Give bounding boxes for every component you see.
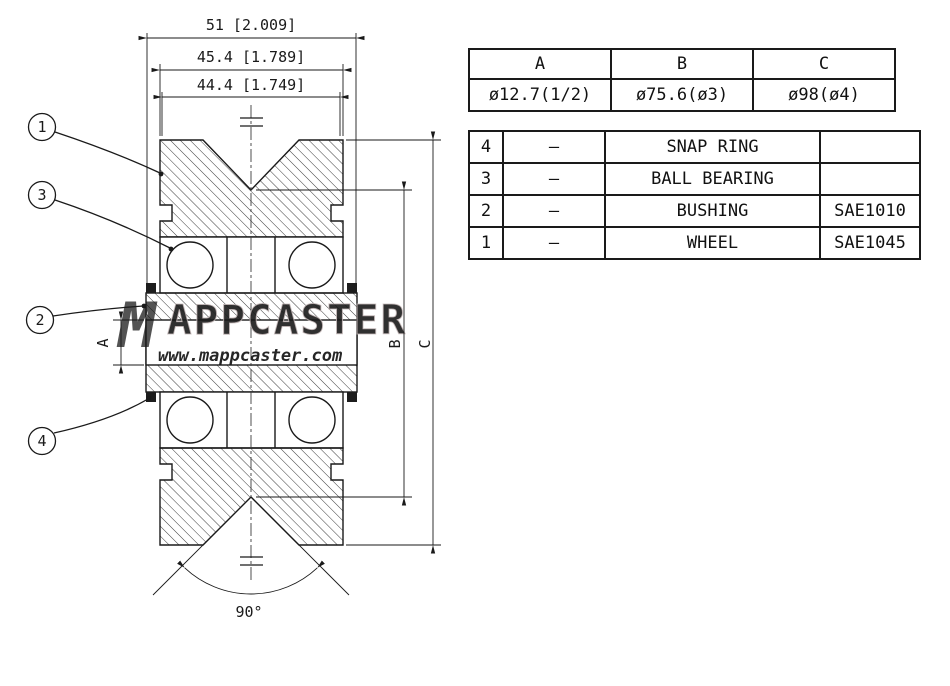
dim-label-c: C: [416, 339, 434, 348]
leader-line-3: [54, 199, 171, 249]
part-qty: –: [502, 194, 606, 228]
balloons: 1 3 2 4: [25, 112, 174, 456]
centerline-symbol-bottom: [240, 556, 263, 566]
part-item-no: 3: [468, 162, 504, 196]
watermark-brand: APPCASTER: [167, 296, 407, 344]
dim-label-a: A: [94, 338, 112, 347]
wheel-top-flange: [159, 139, 344, 238]
leader-line-4: [53, 398, 149, 434]
part-qty: –: [502, 130, 606, 164]
parts-row-wheel: 1 – WHEEL SAE1045: [468, 226, 921, 260]
size-value-b: ø75.6(ø3): [610, 78, 754, 112]
wheel-section: [145, 139, 358, 546]
leader-dot: [168, 246, 174, 252]
size-table: A B C ø12.7(1/2) ø75.6(ø3) ø98(ø4): [468, 48, 896, 112]
part-item-no: 1: [468, 226, 504, 260]
part-material: SAE1010: [819, 194, 921, 228]
angle-label: 90°: [235, 603, 262, 621]
watermark: M APPCASTER www.mappcaster.com: [116, 289, 407, 366]
part-material: [819, 162, 921, 196]
snap-ring: [347, 392, 357, 402]
part-item-no: 2: [468, 194, 504, 228]
balloon-1: [27, 112, 57, 142]
leader-dot: [141, 303, 147, 309]
size-header-c: C: [752, 48, 896, 80]
bushing-bore: [145, 319, 358, 366]
balloon-3: [27, 180, 57, 210]
size-header-a: A: [468, 48, 612, 80]
part-name: BALL BEARING: [604, 162, 821, 196]
part-qty: –: [502, 226, 606, 260]
wheel-bottom-flange: [159, 447, 344, 546]
leader-dot: [158, 171, 164, 177]
parts-table: 4 – SNAP RING 3 – BALL BEARING 2 – BUSHI…: [468, 130, 921, 260]
size-table-value-row: ø12.7(1/2) ø75.6(ø3) ø98(ø4): [468, 78, 896, 112]
size-table-header-row: A B C: [468, 48, 896, 80]
balloon-3-label: 3: [37, 186, 46, 204]
ball-bearing-top-right: [288, 241, 336, 289]
size-value-a: ø12.7(1/2): [468, 78, 612, 112]
balloon-4: [27, 426, 57, 456]
balloon-2: [25, 305, 55, 335]
dim-label-b: B: [386, 339, 404, 348]
centerline-symbol-top: [240, 117, 263, 127]
size-value-c: ø98(ø4): [752, 78, 896, 112]
leader-line-1: [54, 131, 161, 174]
watermark-url: www.mappcaster.com: [158, 346, 343, 366]
leader-dot: [146, 395, 152, 401]
watermark-logo: M: [116, 289, 158, 362]
part-qty: –: [502, 162, 606, 196]
dimension-labels: 51 [2.009] 45.4 [1.789] 44.4 [1.749] A B…: [94, 16, 434, 621]
part-name: SNAP RING: [604, 130, 821, 164]
angle-arc: [177, 560, 325, 595]
balloon-1-label: 1: [37, 118, 46, 136]
snap-ring: [146, 283, 156, 293]
part-material: SAE1045: [819, 226, 921, 260]
ball-bearing-bottom-right: [288, 396, 336, 444]
part-material: [819, 130, 921, 164]
size-header-b: B: [610, 48, 754, 80]
snap-ring: [347, 283, 357, 293]
dimension-lines: [113, 33, 441, 596]
parts-row-ball-bearing: 3 – BALL BEARING: [468, 162, 921, 196]
part-item-no: 4: [468, 130, 504, 164]
dim-width-inner-label: 44.4 [1.749]: [197, 76, 305, 94]
balloon-4-label: 4: [37, 432, 46, 450]
angle-line-left: [152, 496, 252, 596]
ball-bearing-top-left: [166, 241, 214, 289]
parts-row-bushing: 2 – BUSHING SAE1010: [468, 194, 921, 228]
dim-width-outer-label: 51 [2.009]: [206, 16, 296, 34]
leader-line-2: [52, 305, 144, 317]
parts-row-snap-ring: 4 – SNAP RING: [468, 130, 921, 164]
balloon-2-label: 2: [35, 311, 44, 329]
part-name: WHEEL: [604, 226, 821, 260]
part-name: BUSHING: [604, 194, 821, 228]
dim-width-mid-label: 45.4 [1.789]: [197, 48, 305, 66]
ball-bearing-bottom-left: [166, 396, 214, 444]
angle-line-right: [250, 496, 350, 596]
